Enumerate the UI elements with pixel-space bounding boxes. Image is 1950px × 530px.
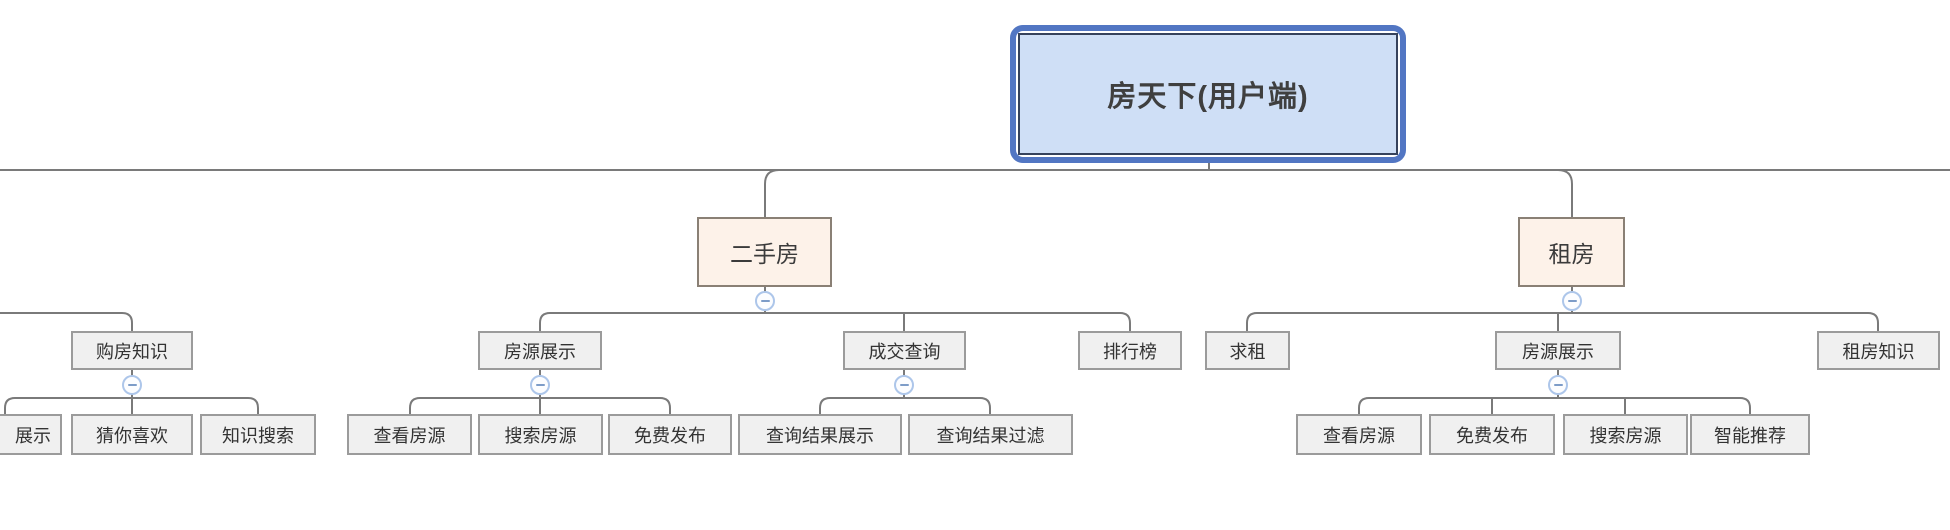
minus-icon	[760, 300, 770, 302]
node-display-clipped[interactable]: 展示	[0, 414, 62, 455]
node-free-publish-rent[interactable]: 免费发布	[1429, 414, 1555, 455]
node-zufang[interactable]: 租房	[1518, 217, 1625, 287]
connector-zufang	[1557, 169, 1573, 217]
node-ershoufang[interactable]: 二手房	[697, 217, 832, 287]
node-search-listings-rent[interactable]: 搜索房源	[1563, 414, 1688, 455]
minus-icon	[535, 384, 545, 386]
collapse-button-ershoufang[interactable]	[755, 291, 775, 311]
node-listing-display-rent[interactable]: 房源展示	[1495, 331, 1621, 370]
node-knowledge-search[interactable]: 知识搜索	[200, 414, 316, 455]
node-rent-knowledge[interactable]: 租房知识	[1817, 331, 1940, 370]
collapse-button-deal-query[interactable]	[894, 375, 914, 395]
node-query-result-filter[interactable]: 查询结果过滤	[908, 414, 1073, 455]
node-ranking[interactable]: 排行榜	[1078, 331, 1182, 370]
bus-zufang-children	[1246, 312, 1879, 331]
bus-left-clipped-group	[0, 312, 133, 331]
bus-ershoufang-children	[539, 312, 1131, 331]
bus-fangyuanzhanshi-rent-children	[1358, 397, 1751, 414]
connector-ershoufang	[764, 169, 780, 217]
node-view-listings-rent[interactable]: 查看房源	[1296, 414, 1422, 455]
node-seek-rent[interactable]: 求租	[1205, 331, 1290, 370]
minus-icon	[1553, 384, 1563, 386]
collapse-button-listing-display-esf[interactable]	[530, 375, 550, 395]
collapse-button-buy-knowledge[interactable]	[122, 375, 142, 395]
node-smart-recommend[interactable]: 智能推荐	[1690, 414, 1810, 455]
root-node-label: 房天下(用户端)	[1018, 33, 1398, 155]
node-search-listings-esf[interactable]: 搜索房源	[478, 414, 603, 455]
node-free-publish-esf[interactable]: 免费发布	[608, 414, 732, 455]
collapse-button-listing-display-rent[interactable]	[1548, 375, 1568, 395]
bus-chengjiaochaxun-children	[819, 397, 991, 414]
node-view-listings-esf[interactable]: 查看房源	[347, 414, 472, 455]
node-query-result-display[interactable]: 查询结果展示	[738, 414, 902, 455]
node-guess-you-like[interactable]: 猜你喜欢	[71, 414, 193, 455]
root-node-frame[interactable]: 房天下(用户端)	[1010, 25, 1406, 163]
node-buy-knowledge[interactable]: 购房知识	[71, 331, 193, 370]
node-listing-display-esf[interactable]: 房源展示	[478, 331, 602, 370]
minus-icon	[127, 384, 137, 386]
minus-icon	[1567, 300, 1577, 302]
minus-icon	[899, 384, 909, 386]
collapse-button-zufang[interactable]	[1562, 291, 1582, 311]
node-deal-query[interactable]: 成交查询	[843, 331, 966, 370]
